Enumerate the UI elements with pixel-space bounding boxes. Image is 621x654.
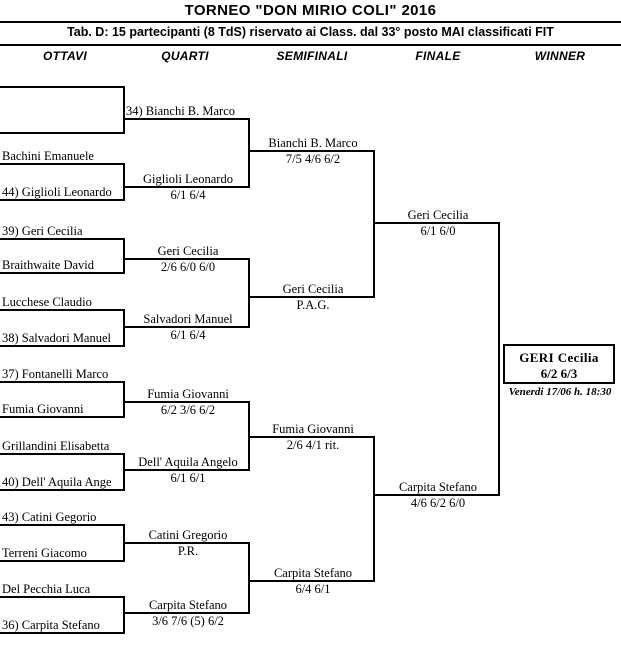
- quarti-underline-3: [125, 258, 250, 260]
- quarti-player-4: Salvadori Manuel: [143, 312, 233, 326]
- quarti-score-5: 6/2 3/6 6/2: [160, 403, 216, 417]
- ottavi-underline-11: [0, 453, 125, 455]
- column-header-ottavi: OTTAVI: [42, 49, 88, 63]
- semifinali-underline-1: [250, 150, 375, 152]
- finale-underline-1: [375, 222, 500, 224]
- column-header-semifinali: SEMIFINALI: [276, 49, 348, 63]
- page-subtitle: Tab. D: 15 partecipanti (8 TdS) riservat…: [67, 25, 554, 39]
- ottavi-underline-15: [0, 596, 125, 598]
- winner-score: 6/2 6/3: [540, 366, 578, 381]
- winner-box: GERI Cecilia 6/2 6/3: [503, 344, 615, 384]
- ottavi-player-9: Fumia Giovanni: [2, 402, 84, 416]
- quarti-score-7: P.R.: [177, 544, 199, 558]
- quarti-underline-7: [125, 542, 250, 544]
- quarti-score-6: 6/1 6/1: [170, 471, 206, 485]
- ottavi-underline-7: [0, 309, 125, 311]
- ottavi-underline-10: [0, 416, 125, 418]
- semifinali-player-2: Geri Cecilia: [282, 282, 344, 296]
- title-divider: [0, 21, 621, 23]
- quarti-player-6: Dell' Aquila Angelo: [138, 455, 238, 469]
- quarti-connector-1: [248, 118, 250, 188]
- quarti-connector-4: [248, 542, 250, 614]
- semifinali-underline-3: [250, 436, 375, 438]
- quarti-underline-6: [125, 469, 250, 471]
- quarti-player-7: Catini Gregorio: [148, 528, 228, 542]
- ottavi-player-7: 38) Salvadori Manuel: [2, 331, 112, 345]
- quarti-score-2: 6/1 6/4: [170, 188, 206, 202]
- quarti-score-8: 3/6 7/6 (5) 6/2: [152, 614, 224, 628]
- semifinali-player-4: Carpita Stefano: [273, 566, 353, 580]
- ottavi-player-3: 44) Giglioli Leonardo: [2, 185, 112, 199]
- ottavi-connector-8: [123, 596, 125, 634]
- ottavi-player-5: Braithwaite David: [2, 258, 94, 272]
- semifinali-score-2: P.A.G.: [296, 298, 330, 312]
- finale-score-1: 6/1 6/0: [420, 224, 456, 238]
- finale-underline-2: [375, 494, 500, 496]
- ottavi-underline-5: [0, 238, 125, 240]
- ottavi-connector-6: [123, 453, 125, 491]
- finale-player-2: Carpita Stefano: [398, 480, 478, 494]
- ottavi-connector-2: [123, 163, 125, 201]
- ottavi-player-2: Bachini Emanuele: [2, 149, 94, 163]
- semifinali-player-1: Bianchi B. Marco: [268, 136, 358, 150]
- ottavi-player-13: Terreni Giacomo: [2, 546, 87, 560]
- ottavi-underline-3: [0, 163, 125, 165]
- ottavi-player-15: 36) Carpita Stefano: [2, 618, 100, 632]
- quarti-underline-8: [125, 612, 250, 614]
- winner-date: Venerdi 17/06 h. 18:30: [508, 386, 612, 398]
- winner-name: GERI Cecilia: [519, 350, 599, 365]
- semifinali-score-1: 7/5 4/6 6/2: [285, 152, 341, 166]
- ottavi-connector-4: [123, 309, 125, 347]
- subtitle-divider: [0, 44, 621, 46]
- quarti-score-3: 2/6 6/0 6/0: [160, 260, 216, 274]
- ottavi-player-4: 39) Geri Cecilia: [2, 224, 83, 238]
- ottavi-connector-3: [123, 238, 125, 274]
- finale-connector-1: [498, 222, 500, 496]
- semifinali-player-3: Fumia Giovanni: [272, 422, 354, 436]
- quarti-underline-5: [125, 401, 250, 403]
- quarti-connector-2: [248, 258, 250, 328]
- column-header-finale: FINALE: [415, 49, 461, 63]
- quarti-connector-3: [248, 401, 250, 471]
- semifinali-score-4: 6/4 6/1: [295, 582, 331, 596]
- ottavi-player-6: Lucchese Claudio: [2, 295, 92, 309]
- quarti-player-5: Fumia Giovanni: [147, 387, 229, 401]
- quarti-player-1: 34) Bianchi B. Marco: [126, 104, 236, 118]
- finale-player-1: Geri Cecilia: [407, 208, 469, 222]
- finale-score-2: 4/6 6/2 6/0: [410, 496, 466, 510]
- semifinali-underline-2: [250, 296, 375, 298]
- column-header-quarti: QUARTI: [161, 49, 209, 63]
- ottavi-underline-4: [0, 199, 125, 201]
- ottavi-player-12: 43) Catini Gegorio: [2, 510, 97, 524]
- quarti-underline-4: [125, 326, 250, 328]
- quarti-player-8: Carpita Stefano: [148, 598, 228, 612]
- ottavi-connector-7: [123, 524, 125, 562]
- ottavi-connector-5: [123, 381, 125, 418]
- ottavi-underline-12: [0, 489, 125, 491]
- ottavi-underline-16: [0, 632, 125, 634]
- ottavi-underline-8: [0, 345, 125, 347]
- quarti-underline-2: [125, 186, 250, 188]
- quarti-player-2: Giglioli Leonardo: [143, 172, 233, 186]
- page-title: TORNEO "DON MIRIO COLI" 2016: [184, 2, 437, 19]
- semifinali-underline-4: [250, 580, 375, 582]
- quarti-player-3: Geri Cecilia: [157, 244, 219, 258]
- ottavi-underline-13: [0, 524, 125, 526]
- ottavi-underline-2: [0, 132, 125, 134]
- semifinali-score-3: 2/6 4/1 rit.: [286, 438, 340, 452]
- ottavi-underline-6: [0, 272, 125, 274]
- semifinali-connector-2: [373, 436, 375, 582]
- ottavi-underline-1: [0, 86, 125, 88]
- semifinali-connector-1: [373, 150, 375, 298]
- ottavi-underline-9: [0, 381, 125, 383]
- ottavi-player-8: 37) Fontanelli Marco: [2, 367, 109, 381]
- ottavi-connector-1: [123, 86, 125, 134]
- ottavi-player-14: Del Pecchia Luca: [2, 582, 91, 596]
- column-header-winner: WINNER: [534, 49, 586, 63]
- ottavi-player-11: 40) Dell' Aquila Ange: [2, 475, 112, 489]
- ottavi-underline-14: [0, 560, 125, 562]
- quarti-underline-1: [125, 118, 250, 120]
- ottavi-player-10: Grillandini Elisabetta: [2, 439, 110, 453]
- quarti-score-4: 6/1 6/4: [170, 328, 206, 342]
